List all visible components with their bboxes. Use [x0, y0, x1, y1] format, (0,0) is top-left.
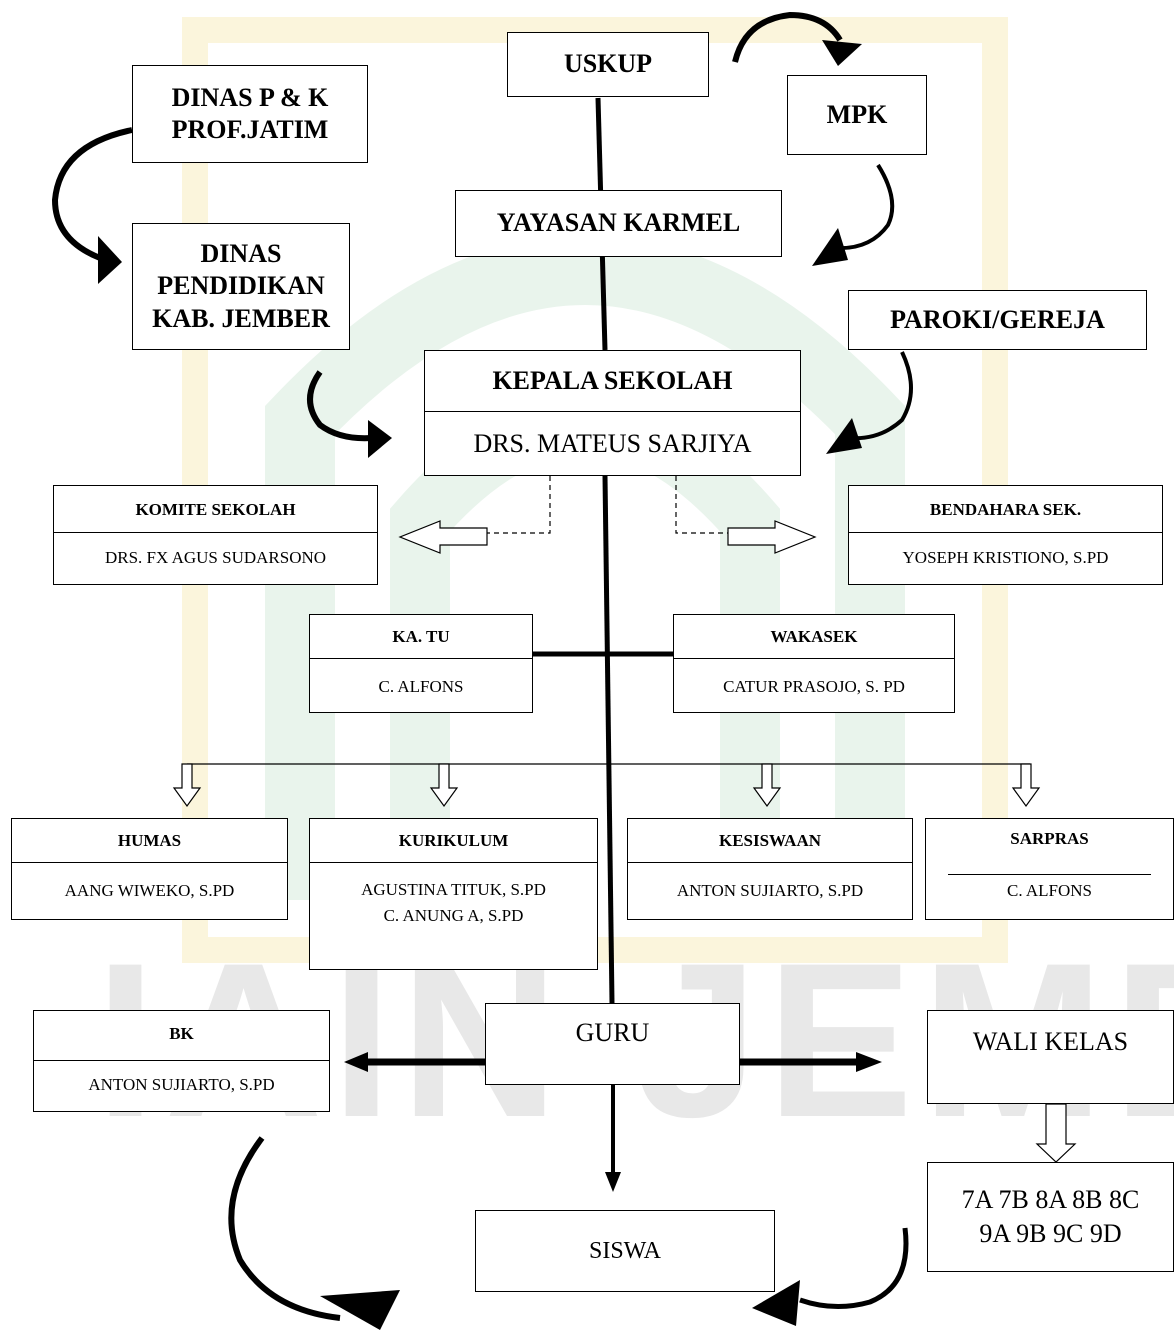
kelas-line2: 9A 9B 9C 9D: [979, 1219, 1122, 1248]
bendahara-box: BENDAHARA SEK. YOSEPH KRISTIONO, S.PD: [848, 485, 1163, 585]
bk-title: BK: [34, 1011, 329, 1061]
mpk-yayasan-curve: [834, 163, 895, 251]
humas-box: HUMAS AANG WIWEKO, S.PD: [11, 818, 288, 920]
sarpras-divider: [948, 874, 1151, 875]
sarpras-title: SARPRAS: [1010, 829, 1089, 848]
curve-arrowheads: [98, 40, 862, 1330]
mpk-label: MPK: [826, 99, 888, 129]
bendahara-hollow-arrow: [727, 520, 817, 554]
kurikulum-title: KURIKULUM: [310, 819, 597, 863]
wakasek-title: WAKASEK: [674, 615, 954, 659]
uskup-box: USKUP: [507, 32, 709, 97]
humas-name: AANG WIWEKO, S.PD: [64, 881, 235, 900]
yayasan-label: YAYASAN KARMEL: [496, 208, 741, 238]
komite-dashed-link: [487, 476, 551, 534]
kurikulum-name-2: C. ANUNG A, S.PD: [383, 906, 524, 925]
uskup-label: USKUP: [563, 49, 653, 79]
wakasek-name: CATUR PRASOJO, S. PD: [723, 677, 905, 696]
kesiswaan-box: KESISWAAN ANTON SUJIARTO, S.PD: [627, 818, 913, 920]
bk-siswa-curve: [228, 1136, 341, 1321]
kelas-line1: 7A 7B 8A 8B 8C: [961, 1185, 1140, 1215]
uskup-mpk-curve: [732, 11, 843, 63]
sarpras-box: SARPRAS C. ALFONS: [925, 818, 1174, 920]
dinas-kab-box: DINAS PENDIDIKAN KAB. JEMBER: [132, 223, 350, 350]
kelas-box: 7A 7B 8A 8B 8C 9A 9B 9C 9D: [927, 1162, 1174, 1272]
mpk-box: MPK: [787, 75, 927, 155]
dinas-kab-line1: DINAS: [200, 238, 282, 268]
dinas-kab-line3: KAB. JEMBER: [152, 303, 330, 333]
guru-box: GURU: [485, 1003, 740, 1085]
guru-wali-arrowhead: [856, 1052, 882, 1072]
bk-name: ANTON SUJIARTO, S.PD: [88, 1075, 275, 1094]
guru-siswa-arrowhead: [605, 1172, 621, 1192]
sarpras-name: C. ALFONS: [1006, 881, 1093, 900]
komite-hollow-arrow: [398, 520, 488, 554]
siswa-label: SISWA: [588, 1237, 661, 1264]
kesiswaan-name: ANTON SUJIARTO, S.PD: [676, 881, 864, 900]
katu-box: KA. TU C. ALFONS: [309, 614, 533, 713]
kepala-title: KEPALA SEKOLAH: [425, 351, 800, 412]
kepala-sekolah-box: KEPALA SEKOLAH DRS. MATEUS SARJIYA: [424, 350, 801, 476]
dinasprov-dinaskab-curve: [51, 127, 133, 261]
katu-name: C. ALFONS: [378, 677, 464, 696]
dinaskab-kepala-curve: [307, 370, 373, 442]
komite-box: KOMITE SEKOLAH DRS. FX AGUS SUDARSONO: [53, 485, 378, 585]
wali-kelas-label: WALI KELAS: [972, 1027, 1129, 1056]
bendahara-dashed-link: [675, 476, 728, 534]
katu-title: KA. TU: [310, 615, 532, 659]
spine-lower: [602, 475, 615, 1004]
dinas-prov-box: DINAS P & K PROF.JATIM: [132, 65, 368, 163]
paroki-box: PAROKI/GEREJA: [848, 290, 1147, 350]
bendahara-title: BENDAHARA SEK.: [849, 486, 1162, 533]
yayasan-box: YAYASAN KARMEL: [455, 190, 782, 257]
wali-kelas-box: WALI KELAS: [927, 1010, 1174, 1104]
siswa-box: SISWA: [475, 1210, 775, 1292]
paroki-kepala-curve: [849, 351, 913, 441]
guru-label: GURU: [575, 1018, 650, 1047]
paroki-label: PAROKI/GEREJA: [890, 304, 1105, 334]
dinas-prov-line1: DINAS P & K: [171, 82, 329, 112]
dinas-kab-line2: PENDIDIKAN: [157, 271, 325, 301]
wakasek-box: WAKASEK CATUR PRASOJO, S. PD: [673, 614, 955, 713]
dinas-prov-line2: PROF.JATIM: [171, 115, 329, 144]
sections-hollow-arrows: [172, 763, 1041, 808]
watermark-logo-dome: [265, 235, 905, 900]
humas-title: HUMAS: [12, 819, 287, 863]
wali-kelas-hollow-arrow: [1035, 1103, 1077, 1163]
bendahara-name: YOSEPH KRISTIONO, S.PD: [902, 548, 1109, 567]
kepala-name: DRS. MATEUS SARJIYA: [473, 428, 752, 458]
kurikulum-box: KURIKULUM AGUSTINA TITUK, S.PD C. ANUNG …: [309, 818, 598, 970]
bk-box: BK ANTON SUJIARTO, S.PD: [33, 1010, 330, 1112]
kelas-siswa-curve: [799, 1227, 909, 1310]
komite-name: DRS. FX AGUS SUDARSONO: [104, 548, 327, 567]
kesiswaan-title: KESISWAAN: [628, 819, 912, 863]
kurikulum-name-1: AGUSTINA TITUK, S.PD: [361, 880, 546, 899]
komite-title: KOMITE SEKOLAH: [54, 486, 377, 533]
guru-bk-arrowhead: [344, 1052, 368, 1072]
